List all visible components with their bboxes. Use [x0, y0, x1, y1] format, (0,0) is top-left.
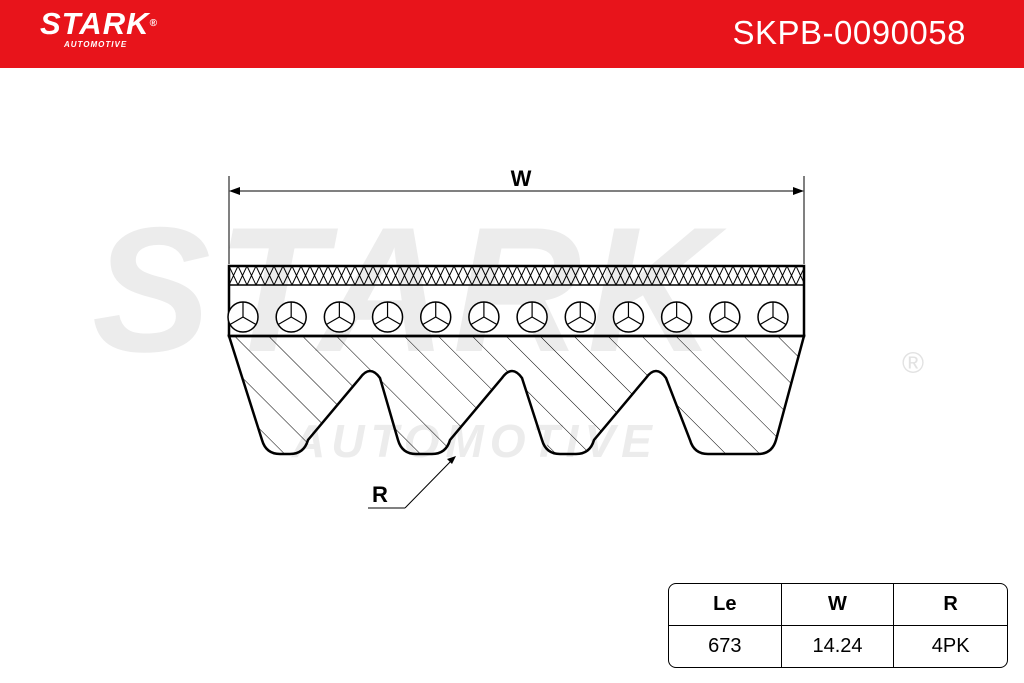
rib-outline — [227, 334, 806, 456]
spec-table: Le W R 673 14.24 4PK — [668, 583, 1008, 668]
rib-label: R — [372, 482, 388, 507]
tension-cords — [227, 301, 789, 333]
cord-icon — [564, 301, 597, 333]
cord-icon — [227, 301, 259, 333]
width-label: W — [511, 166, 532, 191]
cord-icon — [660, 301, 693, 333]
fabric-cross-hatch — [229, 266, 804, 285]
part-number: SKPB-0090058 — [732, 14, 966, 51]
spec-value-r: 4PK — [931, 634, 970, 657]
cord-icon — [516, 301, 548, 333]
spec-value-w: 14.24 — [782, 625, 895, 667]
cord-icon — [419, 301, 452, 333]
belt-cross-section-diagram: W R — [227, 166, 806, 509]
logo-subtext: AUTOMOTIVE — [64, 40, 128, 49]
cord-icon — [757, 301, 789, 333]
cord-icon — [709, 301, 741, 333]
spec-header-w: W — [781, 584, 895, 626]
header-bar: STARK® AUTOMOTIVE SKPB-0090058 — [0, 0, 1024, 68]
cord-icon — [323, 301, 356, 333]
watermark-registered-mark: ® — [902, 347, 925, 380]
cord-icon — [275, 301, 307, 333]
rib-hatching — [229, 336, 804, 454]
cord-icon — [468, 301, 500, 333]
cord-icon — [371, 301, 404, 333]
cord-icon — [612, 301, 645, 333]
rib-leader: R — [368, 456, 456, 509]
logo-text: STARK — [40, 6, 150, 41]
spec-header-r: R — [894, 584, 1007, 626]
width-dimension: W — [228, 166, 805, 264]
stark-logo: STARK® AUTOMOTIVE — [40, 6, 158, 50]
spec-value-le: 673 — [669, 625, 782, 667]
spec-header-le: Le — [669, 584, 782, 626]
